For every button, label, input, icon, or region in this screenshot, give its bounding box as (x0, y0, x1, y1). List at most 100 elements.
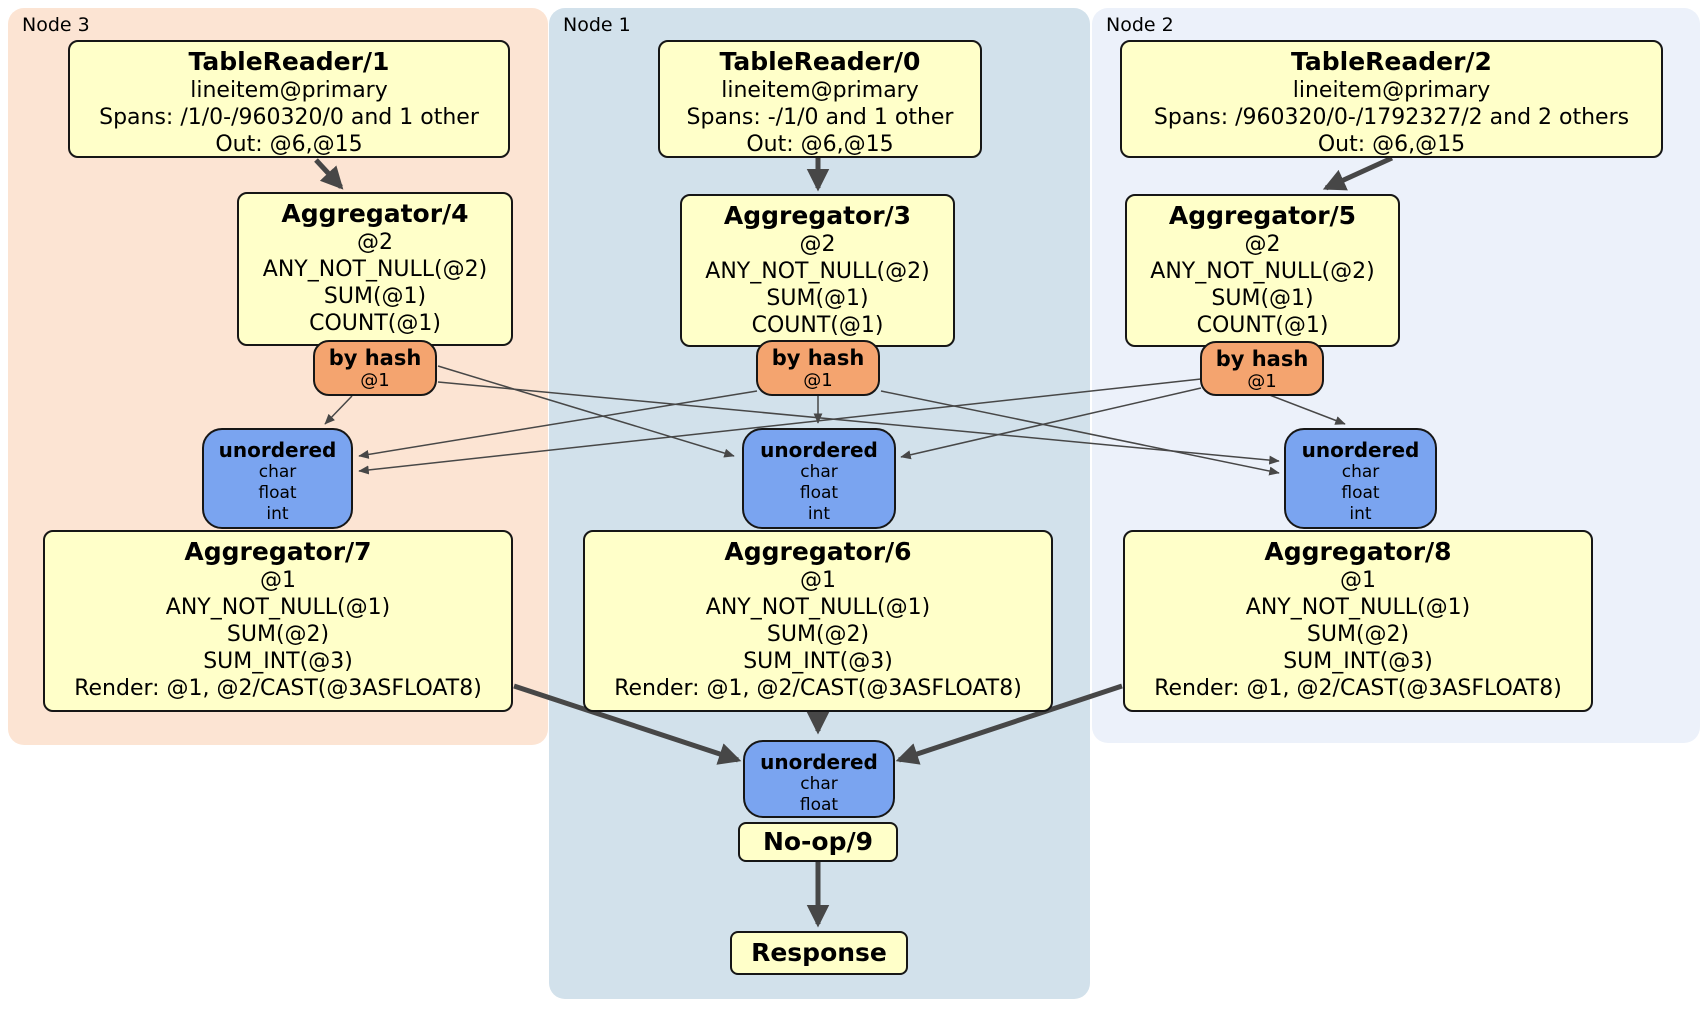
edge-tr2-agg5 (1322, 155, 1394, 191)
box-line: Out: @6,@15 (1317, 132, 1466, 157)
box-title: Aggregator/5 (1168, 201, 1357, 230)
box-line: SUM(@1) (1211, 286, 1314, 311)
box-line: @1 (800, 568, 836, 593)
sync-title: unordered (760, 438, 878, 462)
edge-hash3-sync2 (437, 381, 1280, 465)
box-line: COUNT(@1) (751, 313, 884, 338)
router-title: by hash (1215, 347, 1309, 371)
box-line: lineitem@primary (721, 78, 919, 103)
box-line: @2 (1244, 232, 1281, 257)
box-line: SUM(@2) (1306, 622, 1410, 647)
aggregator-8-box: Aggregator/8 @1 ANY_NOT_NULL(@1) SUM(@2)… (1123, 530, 1593, 712)
by-hash-router-node1: by hash @1 (756, 340, 880, 396)
node1-label: Node 1 (563, 14, 631, 36)
unordered-sync-node2: unordered char float int (1284, 428, 1437, 529)
sync-title: unordered (760, 750, 878, 774)
box-line: ANY_NOT_NULL(@1) (165, 595, 391, 620)
box-title: Aggregator/6 (724, 537, 912, 566)
box-title: TableReader/1 (188, 47, 390, 76)
box-line: COUNT(@1) (1196, 313, 1329, 338)
edge-hash2-sync2 (1266, 393, 1346, 425)
tablereader-0-box: TableReader/0 lineitem@primary Spans: -/… (658, 40, 982, 158)
sync-item: float (799, 483, 839, 503)
box-line: lineitem@primary (1292, 78, 1491, 103)
box-title: TableReader/0 (719, 47, 921, 76)
box-line: SUM_INT(@3) (1283, 649, 1433, 674)
aggregator-5-box: Aggregator/5 @2 ANY_NOT_NULL(@2) SUM(@1)… (1125, 194, 1400, 347)
box-line: @2 (799, 232, 836, 257)
sync-item: int (807, 504, 831, 524)
box-line: Spans: -/1/0 and 1 other (686, 105, 954, 130)
router-detail: @1 (1247, 371, 1277, 392)
box-line: SUM(@2) (766, 622, 870, 647)
sync-title: unordered (218, 438, 337, 462)
sync-item: char (258, 462, 297, 482)
box-line: SUM(@1) (766, 286, 869, 311)
aggregator-3-box: Aggregator/3 @2 ANY_NOT_NULL(@2) SUM(@1)… (680, 194, 955, 347)
box-title: Response (751, 938, 887, 967)
box-line: SUM(@2) (226, 622, 330, 647)
by-hash-router-node3: by hash @1 (313, 340, 437, 396)
sync-item: char (1341, 462, 1380, 482)
box-line: Render: @1, @2/CAST(@3ASFLOAT8) (614, 676, 1022, 701)
unordered-sync-node1: unordered char float int (742, 428, 896, 529)
aggregator-6-box: Aggregator/6 @1 ANY_NOT_NULL(@1) SUM(@2)… (583, 530, 1053, 712)
aggregator-7-box: Aggregator/7 @1 ANY_NOT_NULL(@1) SUM(@2)… (43, 530, 513, 712)
router-detail: @1 (360, 370, 390, 391)
box-line: lineitem@primary (190, 78, 388, 103)
router-detail: @1 (803, 370, 833, 391)
edge-hash2-sync3 (358, 378, 1202, 475)
edge-hash3-sync3 (324, 395, 353, 425)
box-title: Aggregator/7 (184, 537, 372, 566)
edge-tr1-agg4 (314, 158, 344, 190)
box-line: Out: @6,@15 (746, 132, 894, 157)
box-line: Render: @1, @2/CAST(@3ASFLOAT8) (74, 676, 482, 701)
node2-label: Node 2 (1106, 14, 1174, 36)
edge-agg8-syncF (895, 683, 1123, 765)
edge-hash2-sync1 (900, 387, 1202, 460)
edge-agg7-syncF (513, 683, 742, 765)
sync-item: char (800, 774, 838, 794)
router-title: by hash (771, 346, 865, 370)
box-line: Render: @1, @2/CAST(@3ASFLOAT8) (1154, 676, 1562, 701)
edge-hash3-sync1 (437, 365, 735, 458)
noop-9-box: No-op/9 (738, 822, 898, 862)
sync-item: int (266, 504, 289, 524)
box-title: No-op/9 (762, 827, 874, 856)
box-title: TableReader/2 (1291, 47, 1492, 76)
edge-hash1-sync3 (358, 390, 758, 459)
box-line: Spans: /1/0-/960320/0 and 1 other (99, 105, 479, 130)
by-hash-router-node2: by hash @1 (1200, 341, 1324, 396)
box-line: ANY_NOT_NULL(@2) (1150, 259, 1375, 284)
box-title: Aggregator/8 (1264, 537, 1452, 566)
box-line: Out: @6,@15 (215, 132, 363, 157)
box-line: SUM(@1) (323, 284, 427, 309)
sync-item: float (799, 795, 839, 815)
sync-item: char (800, 462, 838, 482)
box-title: Aggregator/3 (723, 201, 912, 230)
box-line: @2 (357, 230, 393, 255)
box-line: Spans: /960320/0-/1792327/2 and 2 others (1153, 105, 1630, 130)
tablereader-2-box: TableReader/2 lineitem@primary Spans: /9… (1120, 40, 1663, 158)
box-line: @1 (260, 568, 296, 593)
response-box: Response (730, 931, 908, 975)
node3-label: Node 3 (22, 14, 90, 36)
sync-title: unordered (1301, 438, 1420, 462)
box-line: ANY_NOT_NULL(@2) (705, 259, 930, 284)
edge-hash1-sync2 (880, 390, 1280, 476)
unordered-sync-final: unordered char float (743, 740, 895, 818)
box-line: SUM_INT(@3) (743, 649, 893, 674)
unordered-sync-node3: unordered char float int (202, 428, 353, 529)
sync-item: float (258, 483, 297, 503)
sync-item: float (1341, 483, 1380, 503)
box-title: Aggregator/4 (281, 199, 469, 228)
sync-item: int (1349, 504, 1372, 524)
box-line: SUM_INT(@3) (203, 649, 353, 674)
box-line: @1 (1340, 568, 1376, 593)
aggregator-4-box: Aggregator/4 @2 ANY_NOT_NULL(@2) SUM(@1)… (237, 192, 513, 346)
box-line: ANY_NOT_NULL(@1) (705, 595, 931, 620)
box-line: ANY_NOT_NULL(@1) (1245, 595, 1471, 620)
tablereader-1-box: TableReader/1 lineitem@primary Spans: /1… (68, 40, 510, 158)
